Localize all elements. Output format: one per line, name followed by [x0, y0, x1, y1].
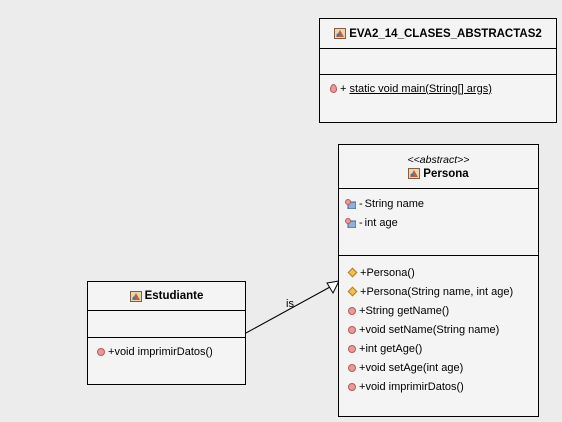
method-signature: void setName(String name) — [365, 323, 500, 336]
method-row[interactable]: + void imprimirDatos() — [88, 342, 245, 361]
method-signature: Persona(String name, int age) — [366, 285, 514, 298]
visibility-marker: + — [340, 82, 347, 95]
visibility-marker: - — [359, 216, 363, 229]
method-row[interactable]: + String getName() — [339, 301, 538, 320]
method-row[interactable]: + void imprimirDatos() — [339, 377, 538, 396]
class-header: <<abstract>> Persona — [339, 145, 538, 189]
class-icon — [129, 290, 142, 302]
class-persona[interactable]: <<abstract>> Persona - String name - — [338, 144, 539, 417]
method-signature: Persona() — [366, 266, 415, 279]
attribute-row[interactable]: - String name — [339, 194, 538, 213]
visibility-marker: - — [359, 197, 363, 210]
stereotype-label: <<abstract>> — [407, 153, 470, 166]
method-signature: void imprimirDatos() — [365, 380, 464, 393]
attributes-section — [88, 311, 245, 338]
relationship-label: is — [286, 298, 294, 310]
constructor-icon — [347, 286, 358, 297]
method-icon — [348, 382, 356, 391]
method-icon — [348, 325, 356, 334]
method-signature: static void main(String[] args) — [349, 82, 492, 95]
method-signature: void setAge(int age) — [365, 361, 464, 374]
field-icon — [345, 217, 356, 228]
visibility-marker: + — [360, 285, 367, 298]
method-row[interactable]: + Persona() — [339, 263, 538, 282]
class-name: EVA2_14_CLASES_ABSTRACTAS2 — [349, 27, 542, 40]
method-signature: void imprimirDatos() — [114, 345, 213, 358]
constructor-icon — [347, 267, 358, 278]
visibility-marker: + — [359, 342, 366, 355]
attributes-section: - String name - int age — [339, 189, 538, 256]
attribute-row[interactable]: - int age — [339, 213, 538, 232]
method-row[interactable]: + int getAge() — [339, 339, 538, 358]
method-signature: int getAge() — [365, 342, 423, 355]
class-header: EVA2_14_CLASES_ABSTRACTAS2 — [320, 19, 556, 49]
methods-section: + static void main(String[] args) — [320, 75, 556, 98]
class-main[interactable]: EVA2_14_CLASES_ABSTRACTAS2 + static void… — [319, 18, 557, 123]
static-method-icon — [330, 84, 337, 93]
visibility-marker: + — [360, 266, 367, 279]
visibility-marker: + — [359, 304, 366, 317]
visibility-marker: + — [108, 345, 115, 358]
class-name: Estudiante — [144, 290, 204, 302]
methods-section: + Persona() + Persona(String name, int a… — [339, 256, 538, 396]
class-header: Estudiante — [88, 282, 245, 311]
class-icon — [408, 168, 421, 179]
method-row[interactable]: + void setName(String name) — [339, 320, 538, 339]
visibility-marker: + — [359, 323, 366, 336]
method-row[interactable]: + void setAge(int age) — [339, 358, 538, 377]
visibility-marker: + — [359, 380, 366, 393]
method-icon — [348, 344, 356, 353]
methods-section: + void imprimirDatos() — [88, 338, 245, 361]
method-signature: String getName() — [365, 304, 450, 317]
method-icon — [97, 347, 105, 356]
visibility-marker: + — [359, 361, 366, 374]
method-icon — [348, 363, 356, 372]
attribute-signature: int age — [364, 216, 398, 229]
class-estudiante[interactable]: Estudiante + void imprimirDatos() — [87, 281, 246, 385]
class-name: Persona — [423, 167, 469, 180]
method-row[interactable]: + Persona(String name, int age) — [339, 282, 538, 301]
class-icon — [334, 28, 347, 39]
method-icon — [348, 306, 356, 315]
method-main[interactable]: + static void main(String[] args) — [320, 79, 556, 98]
attributes-section — [320, 49, 556, 75]
field-icon — [345, 198, 356, 209]
attribute-signature: String name — [364, 197, 424, 210]
